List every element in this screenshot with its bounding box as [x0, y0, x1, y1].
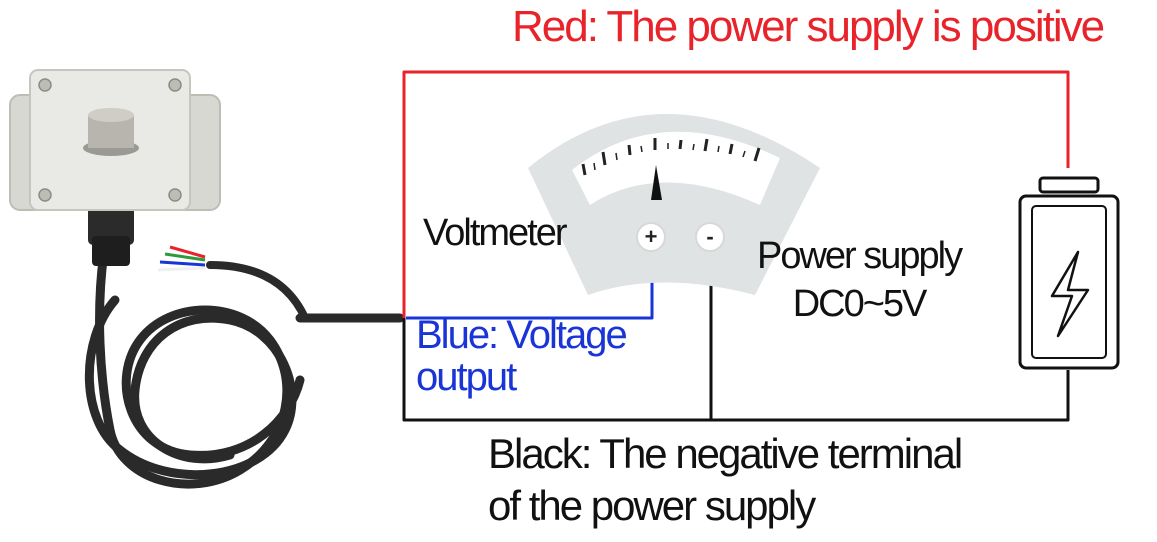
power-supply-label: Power supply DC0~5V — [757, 232, 963, 328]
black-wire — [402, 318, 1070, 422]
power-supply-range: DC0~5V — [792, 283, 928, 325]
power-supply-title: Power supply — [757, 235, 963, 277]
minus-terminal: - — [695, 222, 725, 252]
black-wire-label-line2: of the power supply — [488, 482, 816, 529]
blue-wire-label-line2: output — [416, 355, 517, 399]
sensor-device-icon — [9, 69, 405, 489]
black-wire-label: Black: The negative terminal of the powe… — [488, 428, 963, 532]
voltmeter-label: Voltmeter — [423, 212, 568, 254]
plus-terminal: + — [636, 222, 666, 252]
black-wire-label-line1: Black: The negative terminal — [488, 430, 963, 477]
red-wire-label: Red: The power supply is positive — [512, 2, 1105, 51]
lightning-battery-icon — [1018, 176, 1120, 370]
red-wire — [402, 70, 1070, 318]
blue-wire-label-line1: Blue: Voltage — [416, 313, 628, 357]
voltmeter-icon — [528, 114, 820, 295]
blue-wire-label: Blue: Voltage output — [416, 313, 628, 399]
